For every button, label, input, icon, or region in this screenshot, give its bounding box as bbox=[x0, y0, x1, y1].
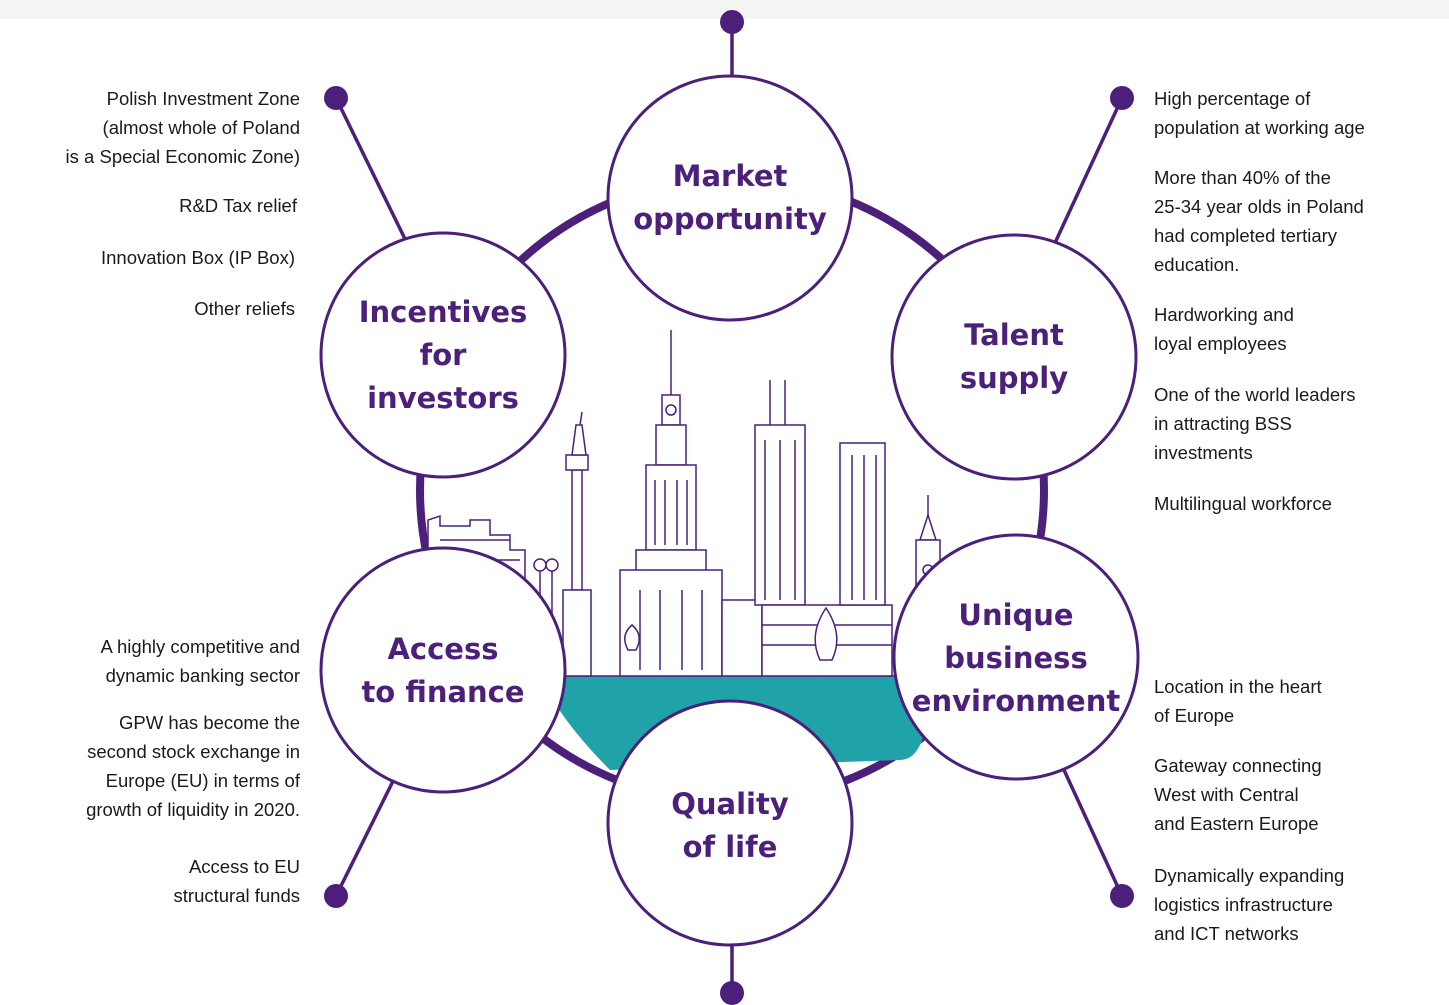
incentives-point: R&D Tax relief bbox=[179, 195, 297, 216]
circle-market-opportunity bbox=[606, 74, 854, 322]
finance-point: A highly competitive and dynamic banking… bbox=[100, 636, 300, 686]
label-market-opportunity: Market opportunity bbox=[633, 159, 827, 236]
talent-point: One of the world leaders in attracting B… bbox=[1154, 384, 1356, 463]
spoke-top-left bbox=[334, 97, 408, 242]
talent-point: More than 40% of the 25-34 year olds in … bbox=[1154, 167, 1364, 275]
unique-point: Location in the heart of Europe bbox=[1154, 676, 1322, 726]
circle-unique-business-environment bbox=[892, 533, 1140, 781]
unique-point: Dynamically expanding logistics infrastr… bbox=[1154, 865, 1345, 944]
circle-quality-of-life bbox=[606, 699, 854, 947]
spoke-top-right bbox=[1052, 97, 1124, 246]
label-unique-business-environment: Unique business environment bbox=[911, 598, 1121, 718]
label-incentives-for-investors: Incentives for investors bbox=[358, 295, 528, 415]
talent-point: Hardworking and loyal employees bbox=[1154, 304, 1294, 354]
circle-incentives-for-investors bbox=[319, 231, 567, 479]
spoke-bottom-right bbox=[1056, 756, 1124, 897]
dot-bottom-right bbox=[1110, 884, 1134, 908]
talent-point: Multilingual workforce bbox=[1154, 493, 1332, 514]
unique-point: Gateway connecting West with Central and… bbox=[1154, 755, 1322, 834]
circle-access-to-finance bbox=[319, 546, 567, 794]
dot-bottom-left bbox=[324, 884, 348, 908]
dot-top bbox=[720, 10, 744, 34]
incentives-point: Polish Investment Zone (almost whole of … bbox=[65, 88, 300, 167]
dot-top-left bbox=[324, 86, 348, 110]
dot-bottom bbox=[720, 981, 744, 1005]
label-talent-supply: Talent supply bbox=[959, 318, 1069, 395]
finance-point: Access to EU structural funds bbox=[173, 856, 300, 906]
label-quality-of-life: Quality of life bbox=[671, 787, 789, 864]
dot-top-right bbox=[1110, 86, 1134, 110]
label-access-to-finance: Access to finance bbox=[361, 632, 525, 709]
incentives-point: Other reliefs bbox=[194, 298, 295, 319]
talent-point: High percentage of population at working… bbox=[1154, 88, 1365, 138]
incentives-point: Innovation Box (IP Box) bbox=[100, 247, 295, 268]
top-bar bbox=[0, 0, 1449, 19]
circle-talent-supply bbox=[890, 233, 1138, 481]
finance-point: GPW has become the second stock exchange… bbox=[86, 712, 300, 820]
